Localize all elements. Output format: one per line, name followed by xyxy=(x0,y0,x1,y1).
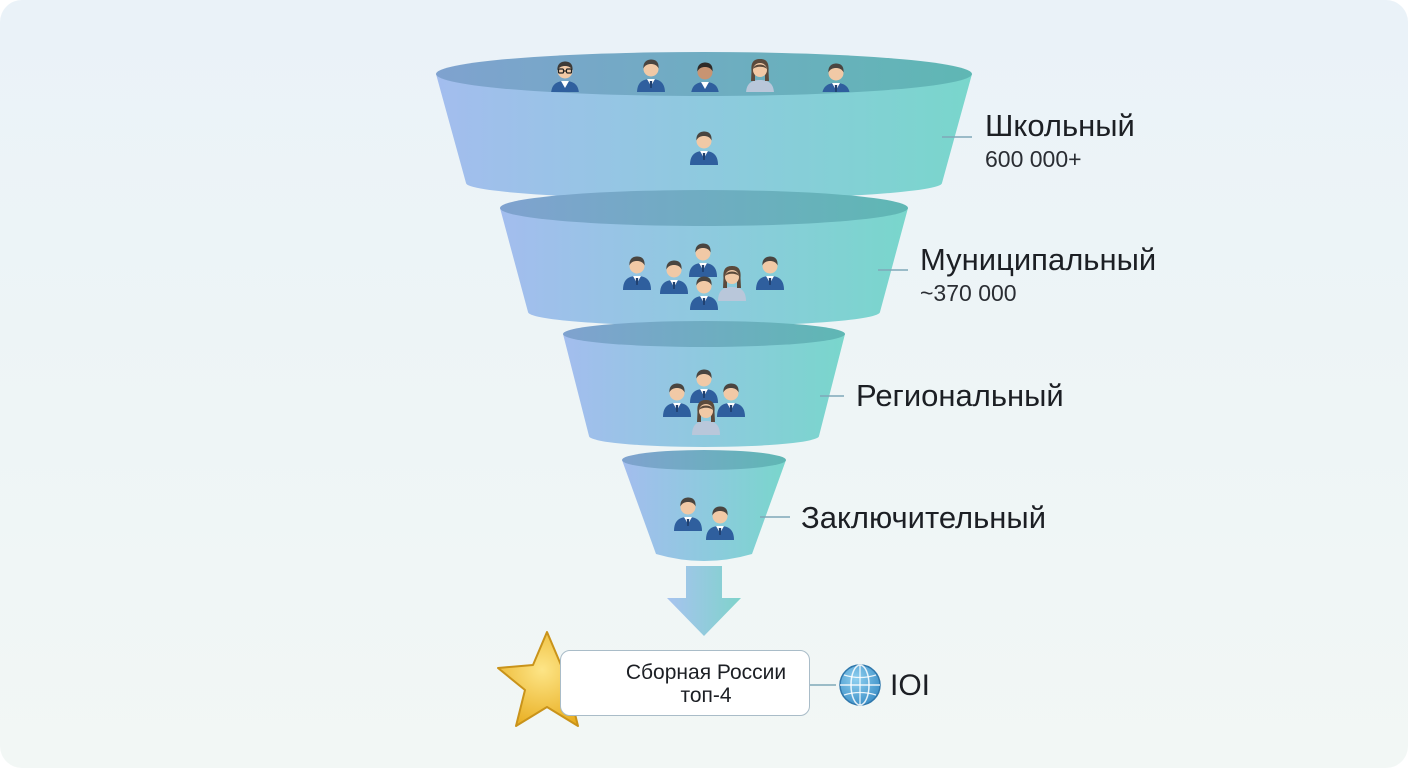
team-line-2: топ-4 xyxy=(680,684,732,707)
stage-label-school: Школьный 600 000+ xyxy=(985,108,1135,174)
funnel-stage-regional xyxy=(563,321,845,447)
stage-label-regional: Региональный xyxy=(856,378,1064,414)
globe-icon xyxy=(839,664,881,706)
team-box xyxy=(560,650,810,716)
funnel-stage-school xyxy=(436,52,972,199)
funnel-stage-municipal xyxy=(500,190,908,326)
label-connectors xyxy=(760,136,972,686)
stage-name: Муниципальный xyxy=(920,242,1157,277)
stage-count: 600 000+ xyxy=(985,146,1082,172)
stage-label-municipal: Муниципальный ~370 000 xyxy=(920,242,1156,308)
down-arrow-icon xyxy=(667,566,741,636)
stage-name: Региональный xyxy=(856,378,1064,413)
stage-label-final: Заключительный xyxy=(801,500,1046,536)
stage-name: Заключительный xyxy=(801,500,1047,535)
stage-count: ~370 000 xyxy=(920,280,1017,306)
team-label: Сборная России топ-4 xyxy=(596,661,816,707)
ioi-label: IOI xyxy=(890,669,931,702)
team-line-1: Сборная России xyxy=(625,661,787,684)
funnel-stage-final xyxy=(622,450,786,561)
stage-name: Школьный xyxy=(985,108,1135,143)
